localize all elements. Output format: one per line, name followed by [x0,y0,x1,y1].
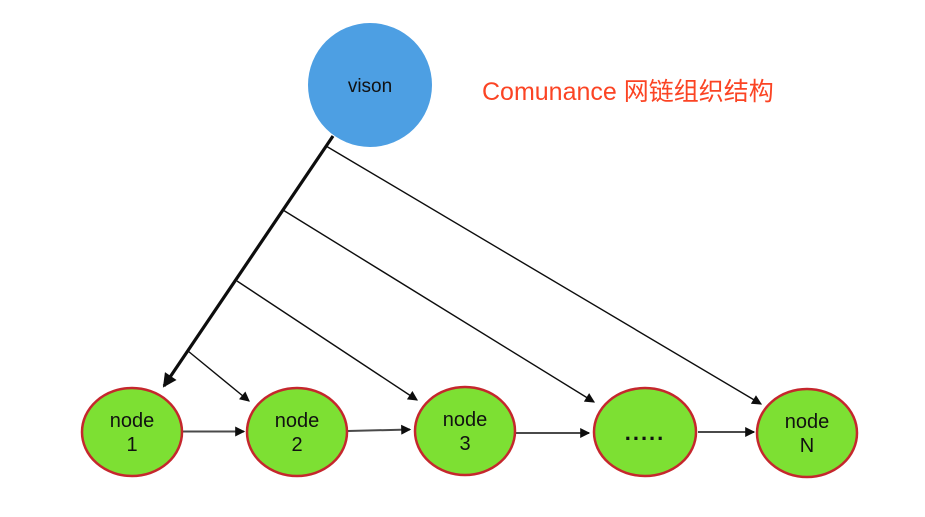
node2-label-line2: 2 [291,434,302,456]
node2-label-line1: node [275,410,320,432]
chain-node-1: node 1 [80,386,184,478]
edge-vison-to-nodeN [325,145,763,405]
root-node-vison: vison [308,23,432,147]
ellipsis-node-label: ..... [625,420,666,445]
nodeN-label-line2: N [800,435,814,457]
chain-node-3: node 3 [413,385,517,477]
chain-node-N: node N [755,387,859,479]
node3-label-line2: 3 [459,433,470,455]
node1-ellipse [80,386,184,478]
nodeN-ellipse [755,387,859,479]
node3-label-line1: node [443,409,488,431]
edge-vison-to-node2 [187,350,250,402]
node2-ellipse [245,386,349,478]
ellipsis-node-ellipse [592,386,698,478]
node1-label-line1: node [110,410,155,432]
chain-node-2: node 2 [245,386,349,478]
edge-node2-to-node3 [347,424,412,435]
node1-label-line2: 1 [126,434,137,456]
vison-circle [308,23,432,147]
vison-label: vison [348,76,392,97]
chain-node-ellipsis: ..... [592,386,698,478]
node3-ellipse [413,385,517,477]
edge-vison-to-ellipsis-node [282,209,596,403]
edge-vison-to-node3 [236,280,419,401]
nodeN-label-line1: node [785,411,830,433]
edge-vison-to-node1 [162,135,335,388]
diagram-title: Comunance 网链组织结构 [482,78,774,106]
